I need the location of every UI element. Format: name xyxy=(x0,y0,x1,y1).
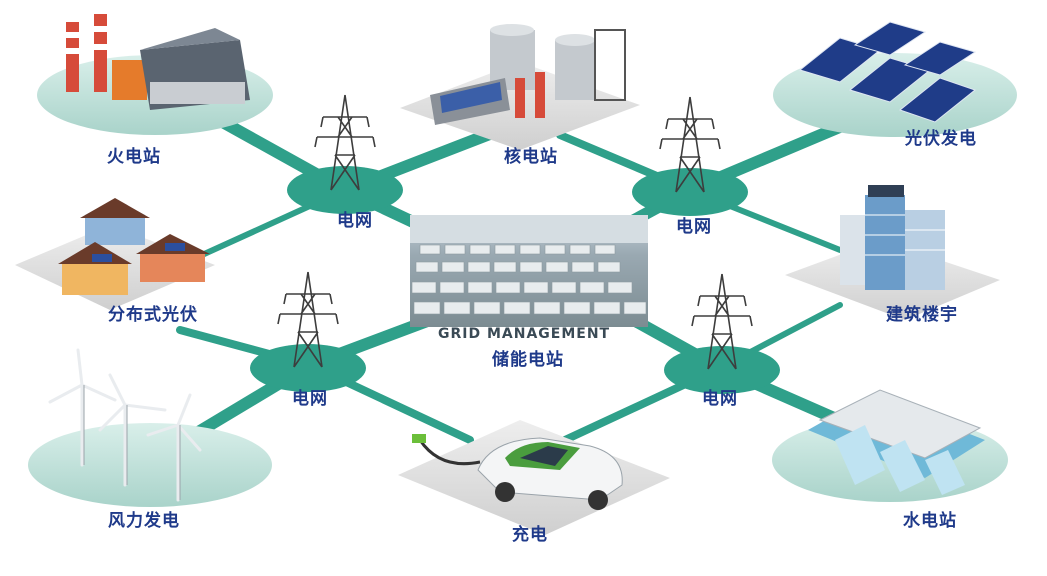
pylon-icon xyxy=(277,94,753,370)
hub-discs xyxy=(250,166,780,394)
label-grid-hub-bottom-left: 电网 xyxy=(292,389,328,409)
label-hydro-plant: 水电站 xyxy=(903,511,957,531)
label-solar-farm: 光伏发电 xyxy=(905,129,977,149)
thermal-plant-illustration xyxy=(37,14,273,135)
grid-management-caption: GRID MANAGEMENT xyxy=(438,326,611,342)
hydro-plant-illustration xyxy=(772,389,1008,502)
wind-farm-illustration xyxy=(28,348,272,507)
solar-farm-illustration xyxy=(773,21,1017,137)
label-nuclear-plant: 核电站 xyxy=(504,147,558,167)
houses-illustration xyxy=(15,198,215,310)
label-ev-charging: 充电 xyxy=(512,525,548,545)
label-grid-hub-top-left: 电网 xyxy=(337,211,373,231)
label-thermal-plant: 火电站 xyxy=(107,147,161,167)
label-grid-hub-top-right: 电网 xyxy=(676,217,712,237)
storage-station-photo xyxy=(410,215,648,327)
nuclear-plant-illustration xyxy=(400,24,640,150)
label-building: 建筑楼宇 xyxy=(886,305,958,325)
building-illustration xyxy=(785,185,1000,320)
label-distributed-pv: 分布式光伏 xyxy=(108,305,198,325)
label-storage-station: 储能电站 xyxy=(492,350,564,370)
label-grid-hub-bottom-right: 电网 xyxy=(702,389,738,409)
ev-charging-illustration xyxy=(398,420,670,535)
label-wind-farm: 风力发电 xyxy=(108,511,180,531)
